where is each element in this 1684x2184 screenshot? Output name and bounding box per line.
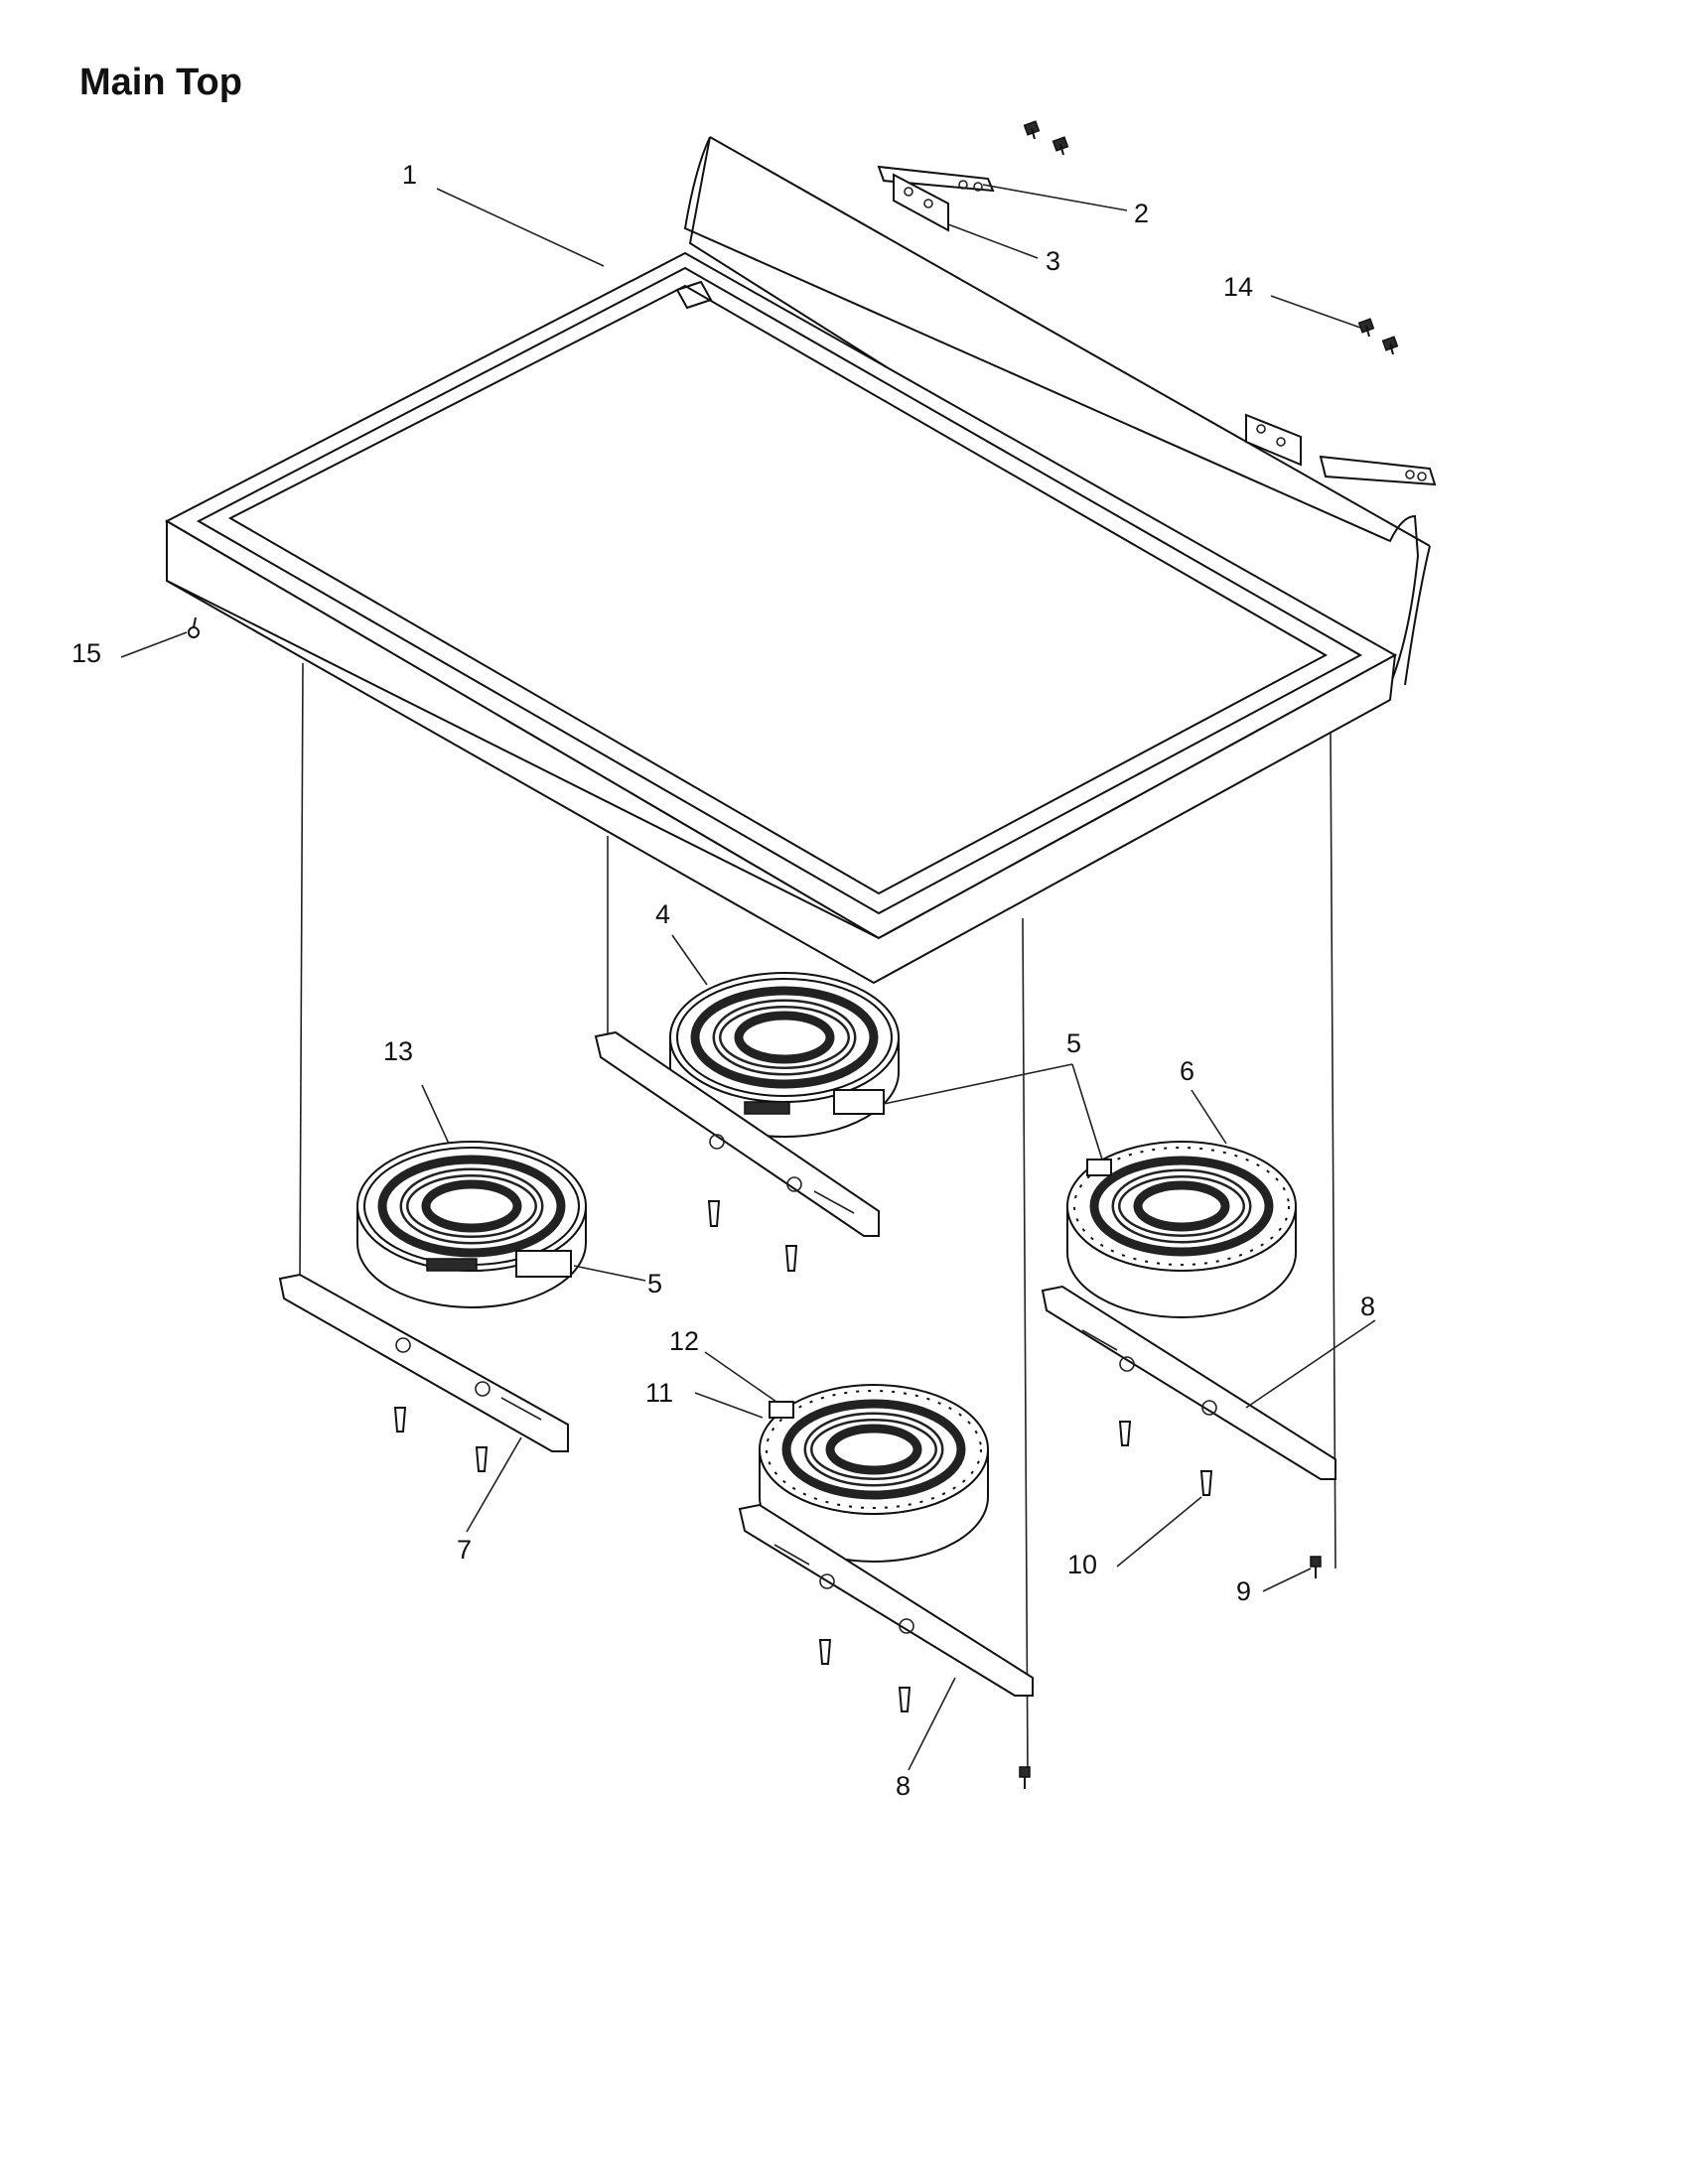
callout-4: 4 [655, 899, 670, 929]
callout-3: 3 [1046, 246, 1060, 276]
surface-element-4 [669, 972, 900, 1138]
callout-7: 7 [457, 1535, 472, 1565]
callout-6: 6 [1180, 1056, 1194, 1086]
hinge-bracket-left [877, 120, 1069, 232]
hinge-bracket-right [1245, 318, 1437, 486]
callout-15: 15 [71, 638, 101, 668]
main-top-panel [164, 136, 1431, 985]
callouts: 1 2 3 4 5 5 6 7 8 8 9 10 11 12 13 14 15 [71, 160, 1375, 1801]
callout-14: 14 [1223, 272, 1253, 302]
callout-8b: 8 [896, 1771, 911, 1801]
screw-15 [188, 616, 200, 638]
callout-8a: 8 [1360, 1292, 1375, 1321]
callout-1: 1 [402, 160, 417, 190]
leader-lines [120, 184, 1376, 1771]
support-bracket-front-right [738, 1503, 1034, 1712]
support-bracket-rear-left [594, 1030, 880, 1272]
callout-5b: 5 [647, 1269, 662, 1298]
callout-13: 13 [383, 1036, 413, 1066]
surface-element-13 [356, 1141, 587, 1308]
callout-5a: 5 [1066, 1028, 1081, 1058]
surface-element-11 [759, 1384, 989, 1563]
surface-element-6 [1066, 1141, 1297, 1318]
page-title: Main Top [79, 62, 242, 103]
support-bracket-front-left [278, 1273, 569, 1472]
callout-9: 9 [1236, 1576, 1251, 1606]
support-bracket-rear-right [1041, 1285, 1336, 1496]
callout-12: 12 [669, 1326, 699, 1356]
assembly-lines [299, 662, 1336, 1778]
callout-11: 11 [645, 1378, 673, 1408]
callout-2: 2 [1134, 199, 1149, 228]
callout-10: 10 [1067, 1550, 1097, 1579]
screw-9 [1019, 1556, 1322, 1789]
